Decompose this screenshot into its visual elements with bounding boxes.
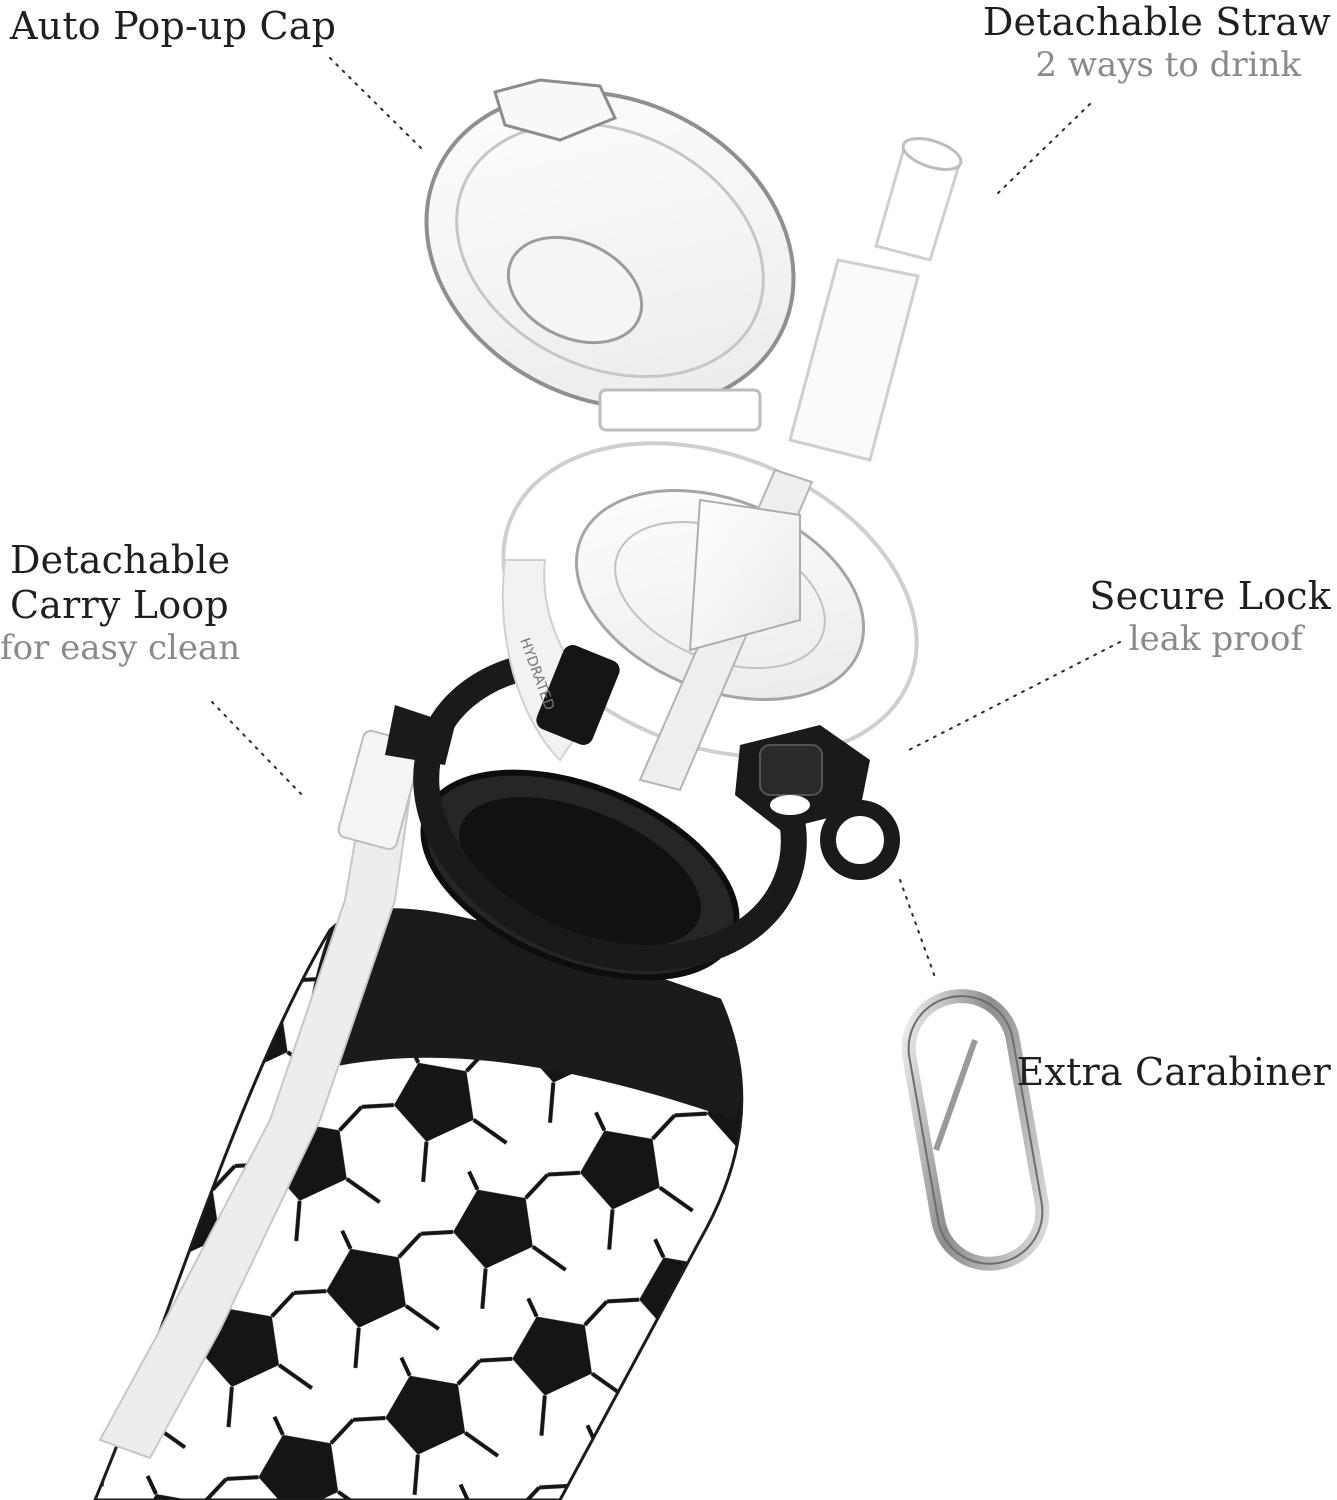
callout-straw-title: Detachable Straw — [982, 0, 1331, 44]
cap-leader-line — [329, 57, 426, 153]
lock-leader-line — [904, 641, 1121, 753]
carabiner-leader-line — [899, 879, 937, 981]
callout-loop-line2: Carry Loop — [10, 582, 229, 627]
callout-lock-title: Secure Lock — [1089, 574, 1331, 618]
carry-loop-strap — [98, 729, 423, 1460]
callout-carabiner-title: Extra Carabiner — [1016, 1050, 1331, 1094]
callout-loop-line1: Detachable — [10, 538, 231, 582]
lid-band-black-tab — [536, 645, 620, 745]
straw — [638, 137, 963, 792]
carabiner — [901, 989, 1050, 1271]
bottle-body — [93, 769, 744, 1500]
callout-lock-subtitle: leak proof — [1128, 618, 1303, 659]
loop-leader-line — [211, 701, 304, 797]
callout-cap-title: Auto Pop-up Cap — [10, 4, 337, 48]
callout-auto-pop-up-cap: Auto Pop-up Cap — [10, 4, 336, 49]
callout-detachable-straw: Detachable Straw 2 ways to drink — [983, 0, 1331, 85]
callout-straw-subtitle: 2 ways to drink — [1035, 44, 1301, 85]
callout-loop-subtitle: for easy clean — [0, 627, 241, 668]
auto-pop-up-cap — [424, 78, 796, 432]
callout-extra-carabiner: Extra Carabiner — [1017, 1050, 1332, 1095]
callout-secure-lock: Secure Lock leak proof — [1089, 574, 1331, 659]
straw-leader-line — [994, 103, 1091, 197]
callout-detachable-carry-loop: Detachable Carry Loop for easy clean — [0, 538, 240, 668]
